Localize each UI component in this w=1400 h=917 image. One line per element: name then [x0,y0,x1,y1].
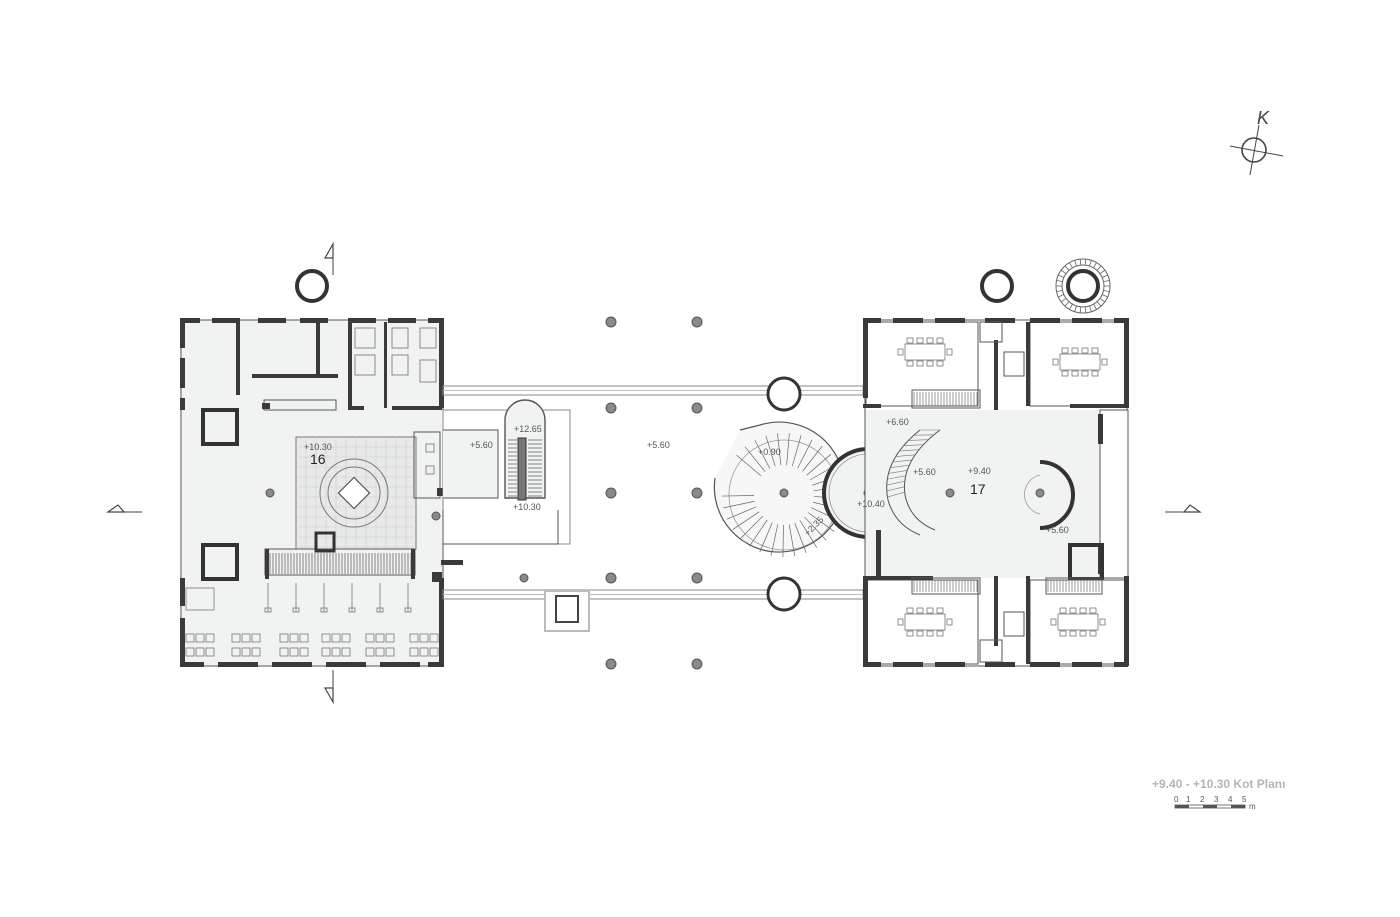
elev-left-hall: +10.30 [304,442,332,452]
room-number-16: 16 [310,451,326,467]
elev-left-void: +5.60 [470,440,493,450]
elev-right-lower: +5.60 [1046,525,1069,535]
section-markers [106,241,1202,705]
round-tower-left [295,269,329,303]
elev-spiral-top: +0.90 [758,447,781,457]
scale-num-4: 4 [1228,795,1233,804]
scale-unit: m [1249,802,1256,811]
north-label: K [1257,108,1270,128]
scale-num-5: 5 [1242,795,1247,804]
scale-num-0: 0 [1174,795,1179,804]
elev-left-stair-bottom: +10.30 [513,502,541,512]
elev-center-void: +5.60 [647,440,670,450]
elev-right-mid: +5.60 [913,467,936,477]
scale-bar: 0 1 2 3 4 5 m [1174,795,1256,811]
right-block [863,318,1129,667]
central-section [441,316,914,670]
plan-title-block: +9.40 - +10.30 Kot Planı 0 1 2 3 4 5 m [1152,777,1285,811]
left-block [180,318,445,667]
elev-round-hall: +10.40 [857,499,885,509]
scale-num-2: 2 [1200,795,1205,804]
spiral-stair-tower [1055,258,1111,314]
scale-num-1: 1 [1186,795,1191,804]
elev-right-hall: +9.40 [968,466,991,476]
elev-left-stair-top: +12.65 [514,424,542,434]
room-number-17: 17 [970,481,986,497]
elev-right-upper: +6.60 [886,417,909,427]
round-tower-right [980,269,1014,303]
labels: +10.30 16 +12.65 +10.30 +5.60 +5.60 +0.9… [304,417,1069,538]
plan-title: +9.40 - +10.30 Kot Planı [1152,777,1285,791]
north-arrow-icon: K [1229,108,1284,176]
scale-num-3: 3 [1214,795,1219,804]
